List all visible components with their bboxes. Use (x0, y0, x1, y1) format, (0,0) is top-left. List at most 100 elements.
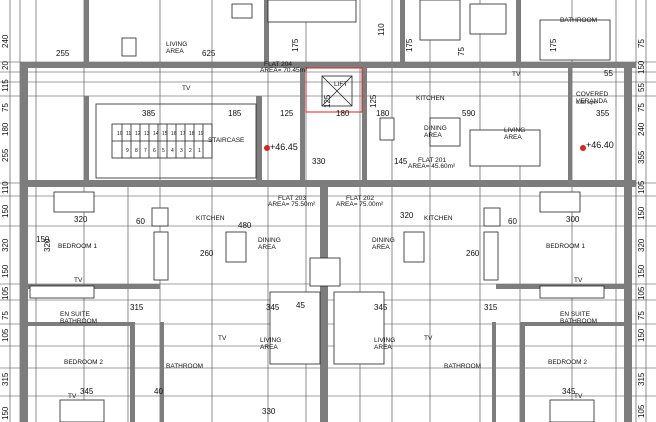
dim-320b: 320 (400, 211, 414, 220)
stair-num-4: 4 (171, 148, 174, 154)
side-dim-left-11: 75 (1, 311, 10, 320)
level-left: +46.45 (270, 142, 298, 152)
dim-40: 40 (154, 387, 163, 396)
side-dim-right-9: 150 (637, 264, 646, 278)
tv-label-bed2-left: TV (68, 393, 77, 400)
room-bedroom1-left: BEDROOM 1 (58, 243, 97, 250)
side-dim-right-4: 240 (637, 122, 646, 136)
dim-60b: 60 (508, 217, 517, 226)
staircase-treads: 10 11 12 13 14 15 16 17 18 19 9 8 7 6 5 … (95, 103, 257, 179)
top-dim-4: 125 (323, 94, 332, 108)
side-dim-right-0: 75 (637, 39, 646, 48)
stair-num-15: 15 (162, 131, 168, 137)
side-dim-left-13: 315 (1, 372, 10, 386)
walls (20, 0, 636, 422)
flat-204-label: FLAT 204 (264, 61, 292, 68)
dim-125: 125 (280, 109, 294, 118)
dim-315a: 315 (130, 303, 144, 312)
tv-label-201: TV (512, 71, 521, 78)
side-dim-left-6: 110 (1, 181, 10, 194)
flat-202-label: FLAT 202 (346, 195, 374, 202)
stair-num-14: 14 (153, 131, 159, 137)
flat-204-area: AREA= 70.45m² (260, 67, 308, 74)
stair-num-7: 7 (144, 148, 147, 154)
dim-625: 625 (202, 49, 216, 58)
room-bedroom2-right: BEDROOM 2 (548, 359, 587, 366)
side-dim-right-5: 355 (637, 150, 646, 164)
lift-shaft: LIFT (305, 67, 363, 113)
dim-345a: 345 (266, 303, 280, 312)
veranda-area: 6.88 sqm (576, 100, 597, 106)
top-dim-5: 125 (369, 94, 378, 108)
side-dim-left-1: 20 (1, 61, 10, 70)
dim-345b: 345 (374, 303, 388, 312)
side-dim-right-1: 150 (637, 60, 646, 74)
side-dim-left-2: 115 (1, 79, 10, 92)
level-marker-right-icon (580, 145, 586, 151)
side-dim-left-14: 150 (1, 406, 10, 420)
dim-145: 145 (394, 157, 408, 166)
dim-185: 185 (228, 109, 242, 118)
side-dim-right-11: 75 (637, 311, 646, 320)
room-bedroom2-left: BEDROOM 2 (64, 359, 103, 366)
stair-num-9: 9 (126, 148, 129, 154)
room-staircase: STAIRCASE (208, 137, 245, 144)
stair-num-12: 12 (135, 131, 141, 137)
room-bathroom-top-right: BATHROOM (560, 17, 597, 24)
tv-label-living-right: TV (424, 335, 433, 342)
stair-num-1: 1 (198, 148, 201, 154)
dim-590: 590 (462, 109, 476, 118)
dim-320a: 320 (74, 215, 88, 224)
stair-num-13: 13 (144, 131, 150, 137)
side-dim-right-6: 105 (637, 180, 646, 194)
side-dim-right-8: 320 (637, 238, 646, 252)
side-dim-left-0: 240 (1, 34, 10, 48)
dim-385: 385 (142, 109, 156, 118)
side-dim-right-2: 55 (637, 83, 646, 92)
top-dim-2: 175 (405, 38, 414, 52)
side-dim-right-10: 105 (637, 286, 646, 300)
furniture (29, 0, 611, 422)
side-dim-right-7: 150 (637, 206, 646, 220)
top-dim-7: 175 (549, 38, 558, 52)
side-dim-left-5: 255 (1, 148, 10, 162)
side-dim-right-13: 315 (637, 372, 646, 386)
dim-180a: 180 (336, 109, 350, 118)
side-dim-left-4: 180 (1, 122, 10, 136)
room-kitchen-left: KITCHEN (196, 215, 225, 222)
room-bedroom1-right: BEDROOM 1 (546, 243, 585, 250)
level-markers: +46.45 +46.40 (264, 140, 614, 152)
stair-num-5: 5 (162, 148, 165, 154)
side-dim-left-7: 150 (1, 204, 10, 218)
dim-330b: 330 (262, 407, 276, 416)
flat-202-area: AREA= 75.00m² (336, 201, 384, 208)
stair-num-8: 8 (135, 148, 138, 154)
dim-60a: 60 (136, 217, 145, 226)
dimensions: 255 625 385 185 125 180 180 590 355 330 … (36, 49, 613, 416)
dim-315b: 315 (484, 303, 498, 312)
side-dim-right-3: 75 (637, 103, 646, 112)
tv-label-bed1-right: TV (574, 277, 583, 284)
top-dim-6: 320 (43, 238, 52, 252)
dim-150: 150 (36, 235, 50, 244)
side-dim-left-9: 150 (1, 264, 10, 278)
dim-260b: 260 (466, 249, 480, 258)
dim-330: 330 (312, 157, 326, 166)
dim-480: 480 (238, 221, 252, 230)
dim-180b: 180 (376, 109, 390, 118)
dim-345c: 345 (80, 387, 94, 396)
side-dim-left-3: 75 (1, 103, 10, 112)
stair-num-16: 16 (171, 131, 177, 137)
dim-300: 300 (566, 215, 580, 224)
side-dim-right-14: 105 (637, 404, 646, 418)
stair-num-18: 18 (189, 131, 195, 137)
dim-345d: 345 (562, 387, 576, 396)
stair-num-3: 3 (180, 148, 183, 154)
